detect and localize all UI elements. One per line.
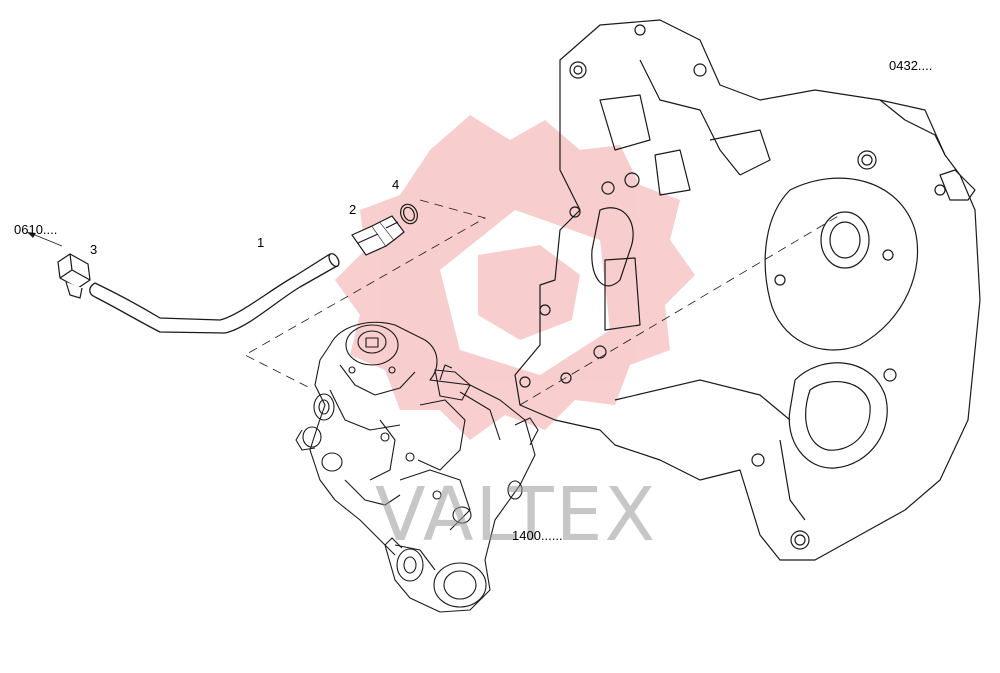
injection-pump (295, 321, 539, 613)
watermark-gear-logo (335, 115, 695, 440)
callout-part-3: 3 (90, 242, 98, 257)
ref-arrow-0610 (27, 232, 63, 247)
part-3-plug (57, 253, 91, 299)
callout-part-1: 1 (257, 235, 265, 250)
callout-part-4: 4 (392, 177, 400, 192)
ref-label-1400: 1400...... (512, 528, 563, 543)
alignment-line-lower (519, 214, 841, 406)
ref-label-0432: 0432.... (889, 58, 933, 73)
alignment-line-upper (244, 199, 487, 389)
part-1-hose (89, 252, 340, 334)
ref-label-0610: 0610.... (14, 222, 58, 237)
alignment-lines (244, 199, 841, 406)
callout-part-2: 2 (349, 202, 357, 217)
gear-housing (514, 19, 981, 561)
watermark-text: VALTEX (375, 472, 658, 558)
part-2-fitting (351, 215, 405, 256)
part-4-washer (400, 203, 418, 225)
